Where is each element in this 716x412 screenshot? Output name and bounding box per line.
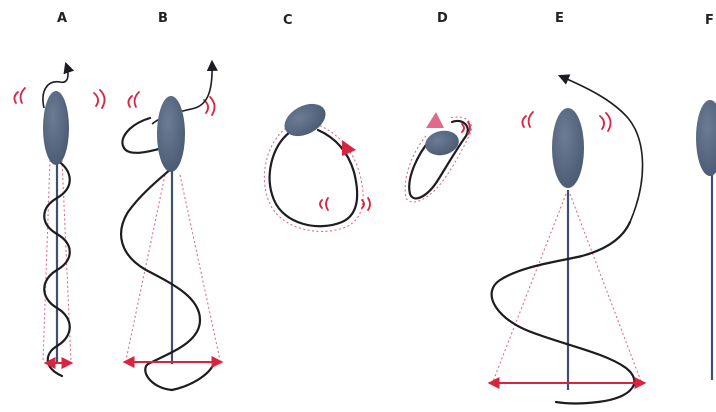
panel-label-f: F [705,13,714,28]
sperm-head [696,100,716,176]
panel-c-sperm [264,97,370,231]
envelope-line [43,160,50,362]
flagellum-wave [492,222,635,404]
envelope-line [180,175,220,360]
panel-label-c: C [283,13,293,28]
envelope-line [126,175,165,360]
envelope-loop [405,117,471,202]
direction-marker-icon [342,140,356,156]
flagellum-wave-tail [172,362,214,390]
envelope-line [570,194,642,384]
panel-e-sperm [490,76,644,404]
panel-f-sperm [696,100,716,380]
envelope-line [492,194,566,384]
panel-d-sperm [405,112,471,202]
sperm-head [157,96,185,172]
flagellum-wave [121,168,200,390]
panel-b-sperm [121,62,221,390]
direction-marker-icon [426,112,444,128]
panel-a-sperm [14,64,104,376]
panel-label-e: E [555,11,564,26]
panel-label-b: B [158,11,168,26]
panel-label-a: A [57,11,67,26]
sperm-head [43,91,69,165]
panel-label-d: D [437,11,448,26]
envelope-loop [264,124,363,231]
sperm-head [552,108,584,188]
